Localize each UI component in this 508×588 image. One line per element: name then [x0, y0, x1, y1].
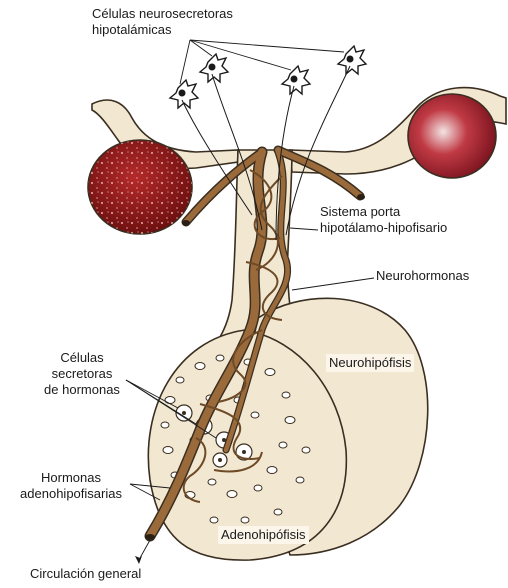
neuron-cells: [170, 46, 366, 108]
label-neurohypophysis: Neurohipófisis: [326, 354, 414, 372]
label-neurosecretory-cells: Células neurosecretoras hipotalámicas: [92, 6, 262, 38]
light-red-body: [408, 94, 496, 178]
label-general-circulation: Circulación general: [30, 566, 141, 582]
circulation-arrow: [135, 556, 142, 564]
label-neurohormones: Neurohormonas: [376, 268, 469, 284]
label-adeno-hormones: Hormonas adenohipofisarias: [6, 470, 136, 502]
label-secretory-cells: Células secretoras de hormonas: [32, 350, 132, 398]
label-portal-system: Sistema porta hipotálamo-hipofisario: [320, 204, 447, 236]
label-adenohypophysis: Adenohipófisis: [218, 526, 309, 544]
